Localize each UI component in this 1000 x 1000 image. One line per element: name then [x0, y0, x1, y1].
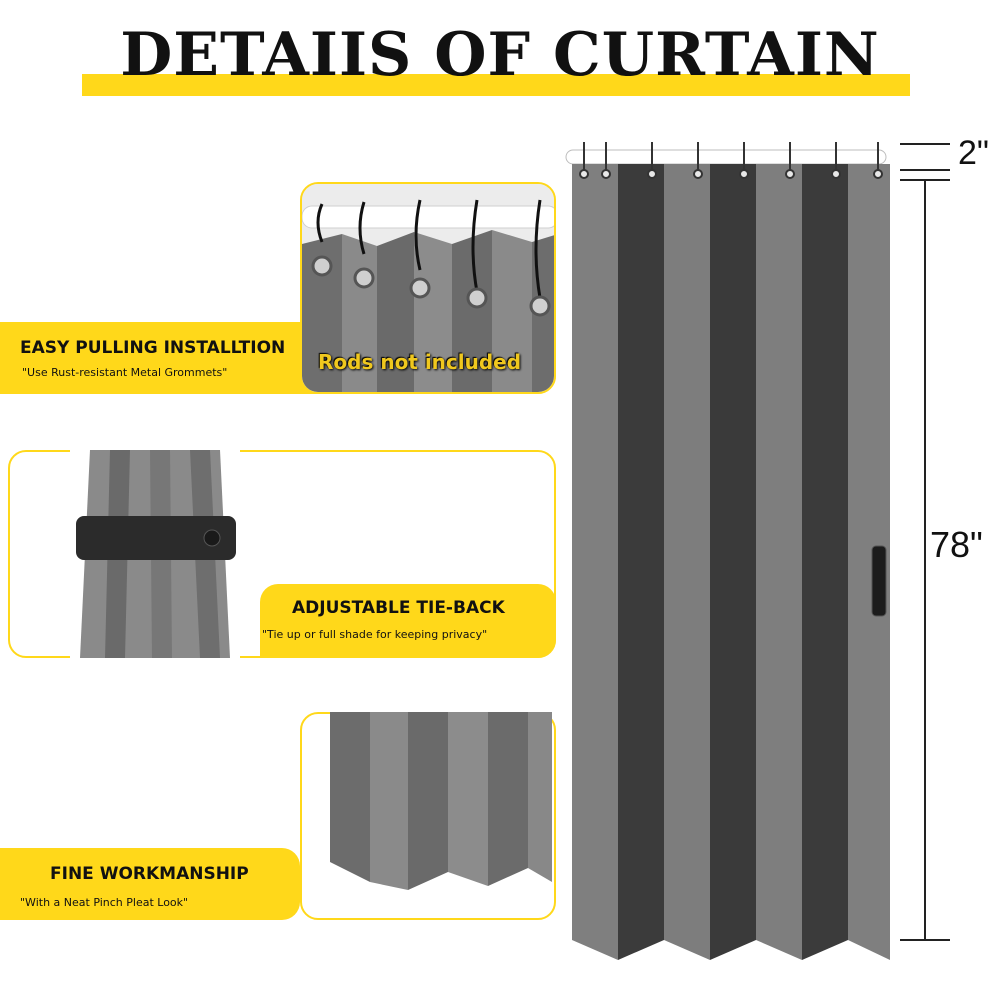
rods-not-included-badge: Rods not included — [318, 350, 522, 374]
feature-note-workmanship: "With a Neat Pinch Pleat Look" — [20, 896, 189, 909]
tieback-label-panel — [260, 584, 556, 658]
grommet-rod-illustration — [302, 184, 554, 392]
pleat-illustration — [330, 712, 552, 890]
curtain-illustration — [565, 142, 890, 960]
dimension-height-label: 78" — [930, 524, 983, 565]
title-underline-band — [82, 74, 910, 96]
workmanship-label-panel — [0, 848, 300, 920]
dimension-top-label: 2" — [958, 134, 989, 172]
feature-note-installation: "Use Rust-resistant Metal Grommets" — [22, 366, 228, 379]
feature-heading-installation: EASY PULLING INSTALLTION — [20, 338, 286, 358]
dimension-lines — [900, 143, 950, 941]
feature-heading-workmanship: FINE WORKMANSHIP — [50, 864, 249, 884]
page-title: DETAIIS OF CURTAIN — [120, 20, 880, 90]
installation-photo-frame — [300, 182, 556, 394]
feature-heading-tieback: ADJUSTABLE TIE-BACK — [292, 598, 505, 618]
tieback-illustration — [70, 450, 240, 658]
feature-note-tieback: "Tie up or full shade for keeping privac… — [262, 628, 488, 641]
